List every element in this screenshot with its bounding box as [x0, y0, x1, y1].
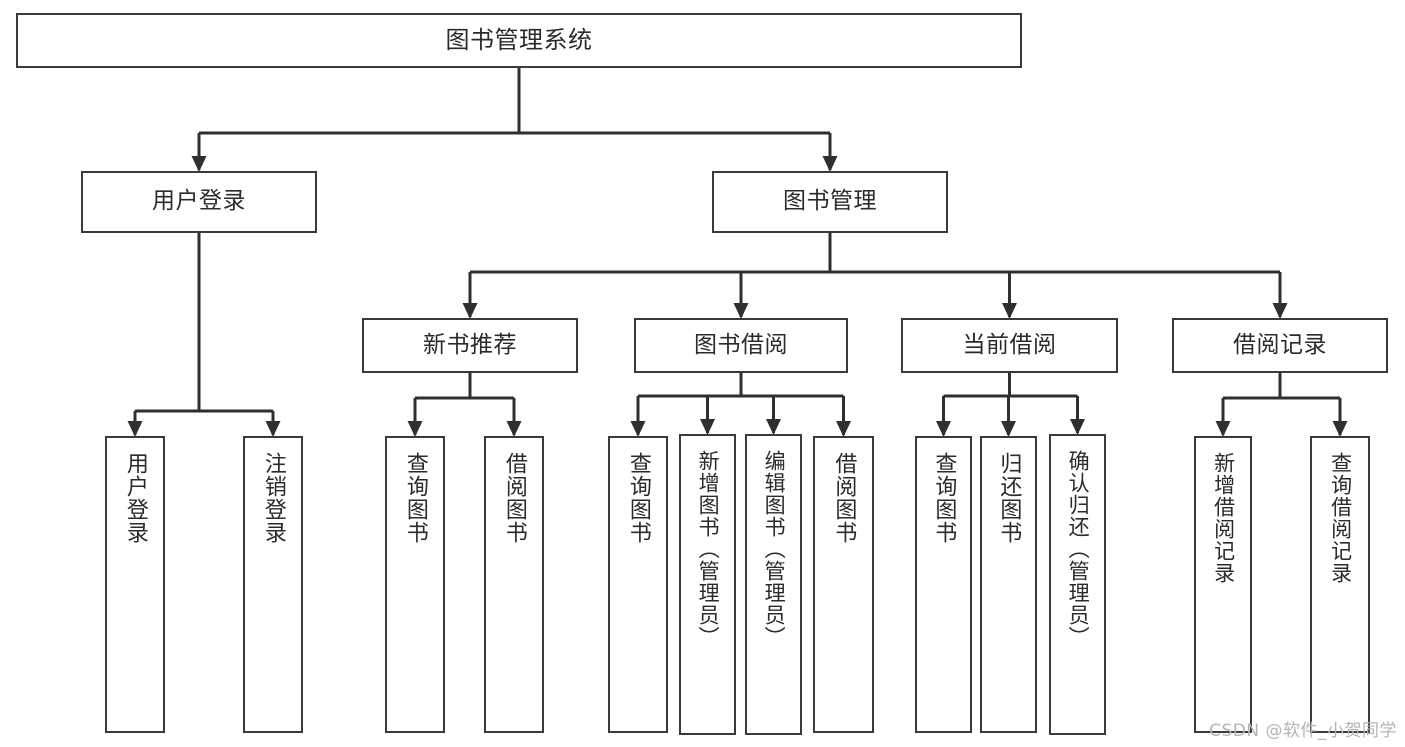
- node-borrow-record[interactable]: 借阅记录: [1172, 318, 1388, 373]
- node-leaf-user-login[interactable]: 用户登录: [105, 436, 165, 733]
- arrowhead-icon: [265, 421, 281, 437]
- node-label: 借阅图书: [831, 452, 857, 544]
- node-label: 新增图书（管理员）: [696, 450, 721, 648]
- node-label: 新增借阅记录: [1211, 452, 1236, 584]
- node-label: 借阅记录: [1233, 331, 1327, 358]
- arrowhead-icon: [630, 421, 646, 437]
- node-label: 图书借阅: [694, 331, 788, 358]
- csdn-watermark: CSDN @软件_小贺同学: [1209, 721, 1397, 741]
- arrowhead-icon: [700, 419, 715, 435]
- node-leaf-return-book[interactable]: 归还图书: [980, 436, 1037, 733]
- arrowhead-icon: [1002, 303, 1017, 319]
- arrowhead-icon: [1215, 421, 1231, 437]
- node-leaf-confirm-return-admin[interactable]: 确认归还（管理员）: [1049, 434, 1106, 735]
- node-label: 查询图书: [402, 452, 428, 544]
- node-label: 注销登录: [260, 452, 286, 544]
- node-leaf-cur-query-book[interactable]: 查询图书: [915, 436, 972, 733]
- arrowhead-icon: [1001, 421, 1016, 437]
- node-label: 借阅图书: [501, 452, 527, 544]
- node-leaf-borrow-query-book[interactable]: 查询图书: [608, 436, 668, 733]
- arrowhead-icon: [1070, 419, 1085, 435]
- arrowhead-icon: [822, 156, 838, 172]
- node-leaf-edit-book-admin[interactable]: 编辑图书（管理员）: [745, 434, 802, 735]
- arrowhead-icon: [191, 156, 207, 172]
- node-leaf-rec-query-book[interactable]: 查询图书: [385, 436, 445, 733]
- node-user-login[interactable]: 用户登录: [81, 171, 317, 233]
- node-label: 查询借阅记录: [1328, 452, 1353, 584]
- arrowhead-icon: [1332, 421, 1348, 437]
- arrowhead-icon: [127, 421, 143, 437]
- node-book-borrow[interactable]: 图书借阅: [634, 318, 848, 373]
- arrowhead-icon: [766, 419, 781, 435]
- node-label: 归还图书: [996, 452, 1022, 544]
- node-leaf-query-borrow-record[interactable]: 查询借阅记录: [1310, 436, 1370, 733]
- arrowhead-icon: [462, 303, 478, 319]
- arrowhead-icon: [506, 421, 522, 437]
- node-label: 图书管理: [783, 188, 877, 215]
- node-new-book-recommend[interactable]: 新书推荐: [362, 318, 578, 373]
- node-current-borrow[interactable]: 当前借阅: [901, 318, 1118, 373]
- node-leaf-borrow-book[interactable]: 借阅图书: [813, 436, 874, 733]
- node-label: 确认归还（管理员）: [1066, 450, 1091, 648]
- node-label: 当前借阅: [962, 331, 1057, 358]
- node-leaf-add-borrow-record[interactable]: 新增借阅记录: [1194, 436, 1252, 733]
- arrowhead-icon: [936, 421, 951, 437]
- node-label: 查询图书: [931, 452, 957, 544]
- node-leaf-user-logout[interactable]: 注销登录: [243, 436, 303, 733]
- node-label: 查询图书: [625, 452, 651, 544]
- arrowhead-icon: [836, 421, 851, 437]
- arrowhead-icon: [407, 421, 423, 437]
- node-label: 图书管理系统: [445, 26, 593, 55]
- arrowhead-icon: [1272, 303, 1288, 319]
- node-label: 编辑图书（管理员）: [762, 450, 787, 648]
- node-leaf-add-book-admin[interactable]: 新增图书（管理员）: [679, 434, 736, 735]
- node-label: 新书推荐: [423, 331, 517, 358]
- arrowhead-icon: [733, 303, 749, 319]
- node-leaf-rec-borrow-book[interactable]: 借阅图书: [484, 436, 544, 733]
- node-root[interactable]: 图书管理系统: [16, 13, 1022, 68]
- node-book-manage[interactable]: 图书管理: [712, 171, 948, 233]
- node-label: 用户登录: [152, 188, 246, 215]
- node-label: 用户登录: [122, 452, 148, 544]
